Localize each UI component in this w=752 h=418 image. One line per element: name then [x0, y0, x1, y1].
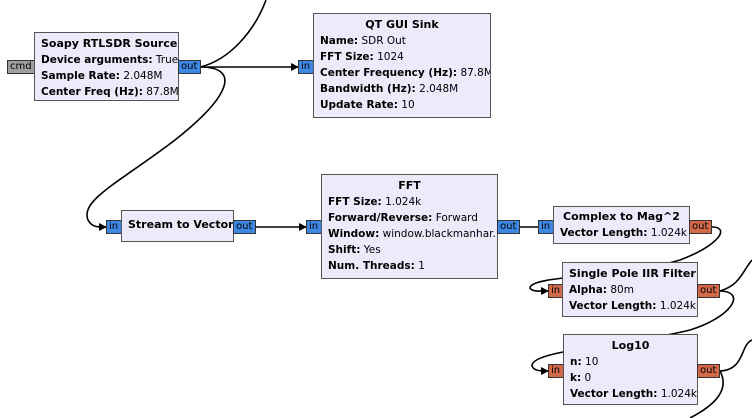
- block-title: Soapy RTLSDR Source: [41, 37, 178, 50]
- param-num-threads: Num. Threads: 1: [328, 260, 425, 272]
- wire-log10-offscreen: [719, 339, 752, 372]
- param-forward-reverse: Forward/Reverse: Forward: [328, 212, 478, 224]
- fft-out-port[interactable]: out: [497, 220, 520, 234]
- log10-in-port[interactable]: in: [548, 364, 564, 378]
- stream-to-vector-in-port[interactable]: in: [106, 220, 122, 234]
- qt-gui-sink-block[interactable]: QT GUI Sink Name: SDR Out FFT Size: 1024…: [313, 13, 491, 118]
- block-title: FFT: [398, 179, 421, 192]
- stream-to-vector-block[interactable]: Stream to Vector: [121, 210, 234, 242]
- param-fft-size: FFT Size: 1024: [320, 51, 404, 63]
- qt-sink-in-port[interactable]: in: [298, 60, 314, 74]
- param-n: n: 10: [570, 356, 599, 368]
- block-title: Single Pole IIR Filter: [569, 267, 696, 280]
- param-device-arguments: Device arguments: True: [41, 54, 179, 66]
- stream-to-vector-out-port[interactable]: out: [233, 220, 256, 234]
- soapy-rtlsdr-source-block[interactable]: Soapy RTLSDR Source Device arguments: Tr…: [34, 32, 179, 101]
- block-title: Complex to Mag^2: [563, 210, 680, 223]
- param-shift: Shift: Yes: [328, 244, 381, 256]
- log10-block[interactable]: Log10 n: 10 k: 0 Vector Length: 1.024k: [563, 334, 698, 405]
- param-fft-size: FFT Size: 1.024k: [328, 196, 422, 208]
- param-update-rate: Update Rate: 10: [320, 99, 415, 111]
- single-pole-iir-filter-block[interactable]: Single Pole IIR Filter Alpha: 80m Vector…: [562, 262, 698, 317]
- param-center-freq: Center Freq (Hz): 87.8M: [41, 86, 179, 98]
- complex-to-mag-squared-block[interactable]: Complex to Mag^2 Vector Length: 1.024k: [553, 206, 690, 244]
- param-alpha: Alpha: 80m: [569, 284, 634, 296]
- param-vector-length: Vector Length: 1.024k: [560, 227, 687, 239]
- log10-out-port[interactable]: out: [697, 364, 720, 378]
- param-bandwidth: Bandwidth (Hz): 2.048M: [320, 83, 459, 95]
- param-sample-rate: Sample Rate: 2.048M: [41, 70, 163, 82]
- param-window: Window: window.blackmanhar...: [328, 228, 498, 240]
- complex-to-mag-in-port[interactable]: in: [538, 220, 554, 234]
- block-title: QT GUI Sink: [365, 18, 439, 31]
- complex-to-mag-out-port[interactable]: out: [689, 220, 712, 234]
- wire-offscreen-top: [199, 0, 267, 68]
- iir-out-port[interactable]: out: [697, 284, 720, 298]
- soapy-out-port[interactable]: out: [178, 60, 201, 74]
- param-vector-length: Vector Length: 1.024k: [570, 388, 697, 400]
- block-title: Log10: [611, 339, 650, 352]
- wire-offscreen-right-1: [719, 259, 752, 292]
- block-title: Stream to Vector: [128, 218, 234, 231]
- fft-in-port[interactable]: in: [306, 220, 322, 234]
- param-k: k: 0: [570, 372, 592, 384]
- param-name: Name: SDR Out: [320, 35, 406, 47]
- param-center-frequency: Center Frequency (Hz): 87.8M: [320, 67, 491, 79]
- iir-in-port[interactable]: in: [548, 284, 564, 298]
- soapy-cmd-port[interactable]: cmd: [7, 60, 35, 74]
- fft-block[interactable]: FFT FFT Size: 1.024k Forward/Reverse: Fo…: [321, 174, 498, 279]
- param-vector-length: Vector Length: 1.024k: [569, 300, 696, 312]
